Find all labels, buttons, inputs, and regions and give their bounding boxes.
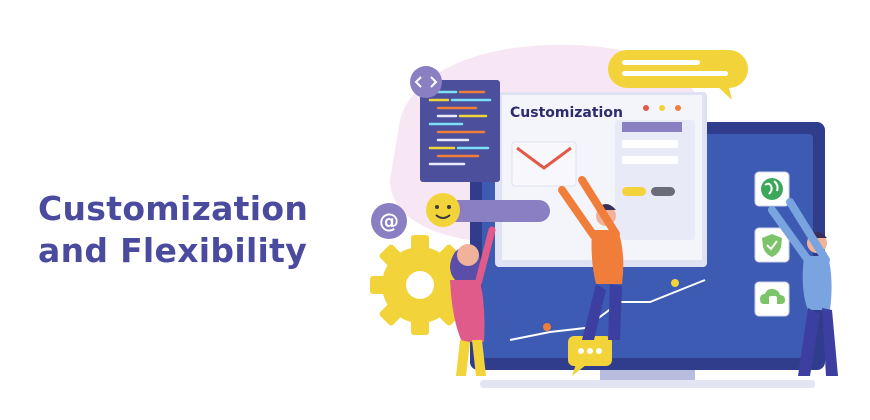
headline-line-2: and Flexibility	[38, 231, 308, 271]
globe-icon	[754, 171, 790, 207]
svg-text:@: @	[379, 209, 399, 233]
panel-title: Customization	[510, 105, 623, 121]
headline: Customization and Flexibility	[38, 188, 338, 272]
code-icon	[410, 66, 442, 98]
cloud-database-icon	[754, 281, 790, 317]
browser-panel: Customization	[495, 92, 707, 267]
envelope-icon	[511, 141, 577, 187]
code-panel	[420, 80, 500, 182]
headline-line-1: Customization	[38, 189, 309, 229]
man-figure-right	[768, 198, 838, 376]
man-figure-center	[558, 176, 624, 340]
smiley-icon	[426, 193, 460, 227]
gear-icon	[370, 235, 470, 335]
customization-illustration: Customization	[370, 44, 838, 388]
chat-bubble-icon	[568, 336, 612, 376]
shield-check-icon	[754, 227, 790, 263]
speech-bubble-top	[608, 50, 748, 100]
woman-figure	[450, 226, 496, 376]
at-sign-icon: @	[371, 203, 407, 239]
